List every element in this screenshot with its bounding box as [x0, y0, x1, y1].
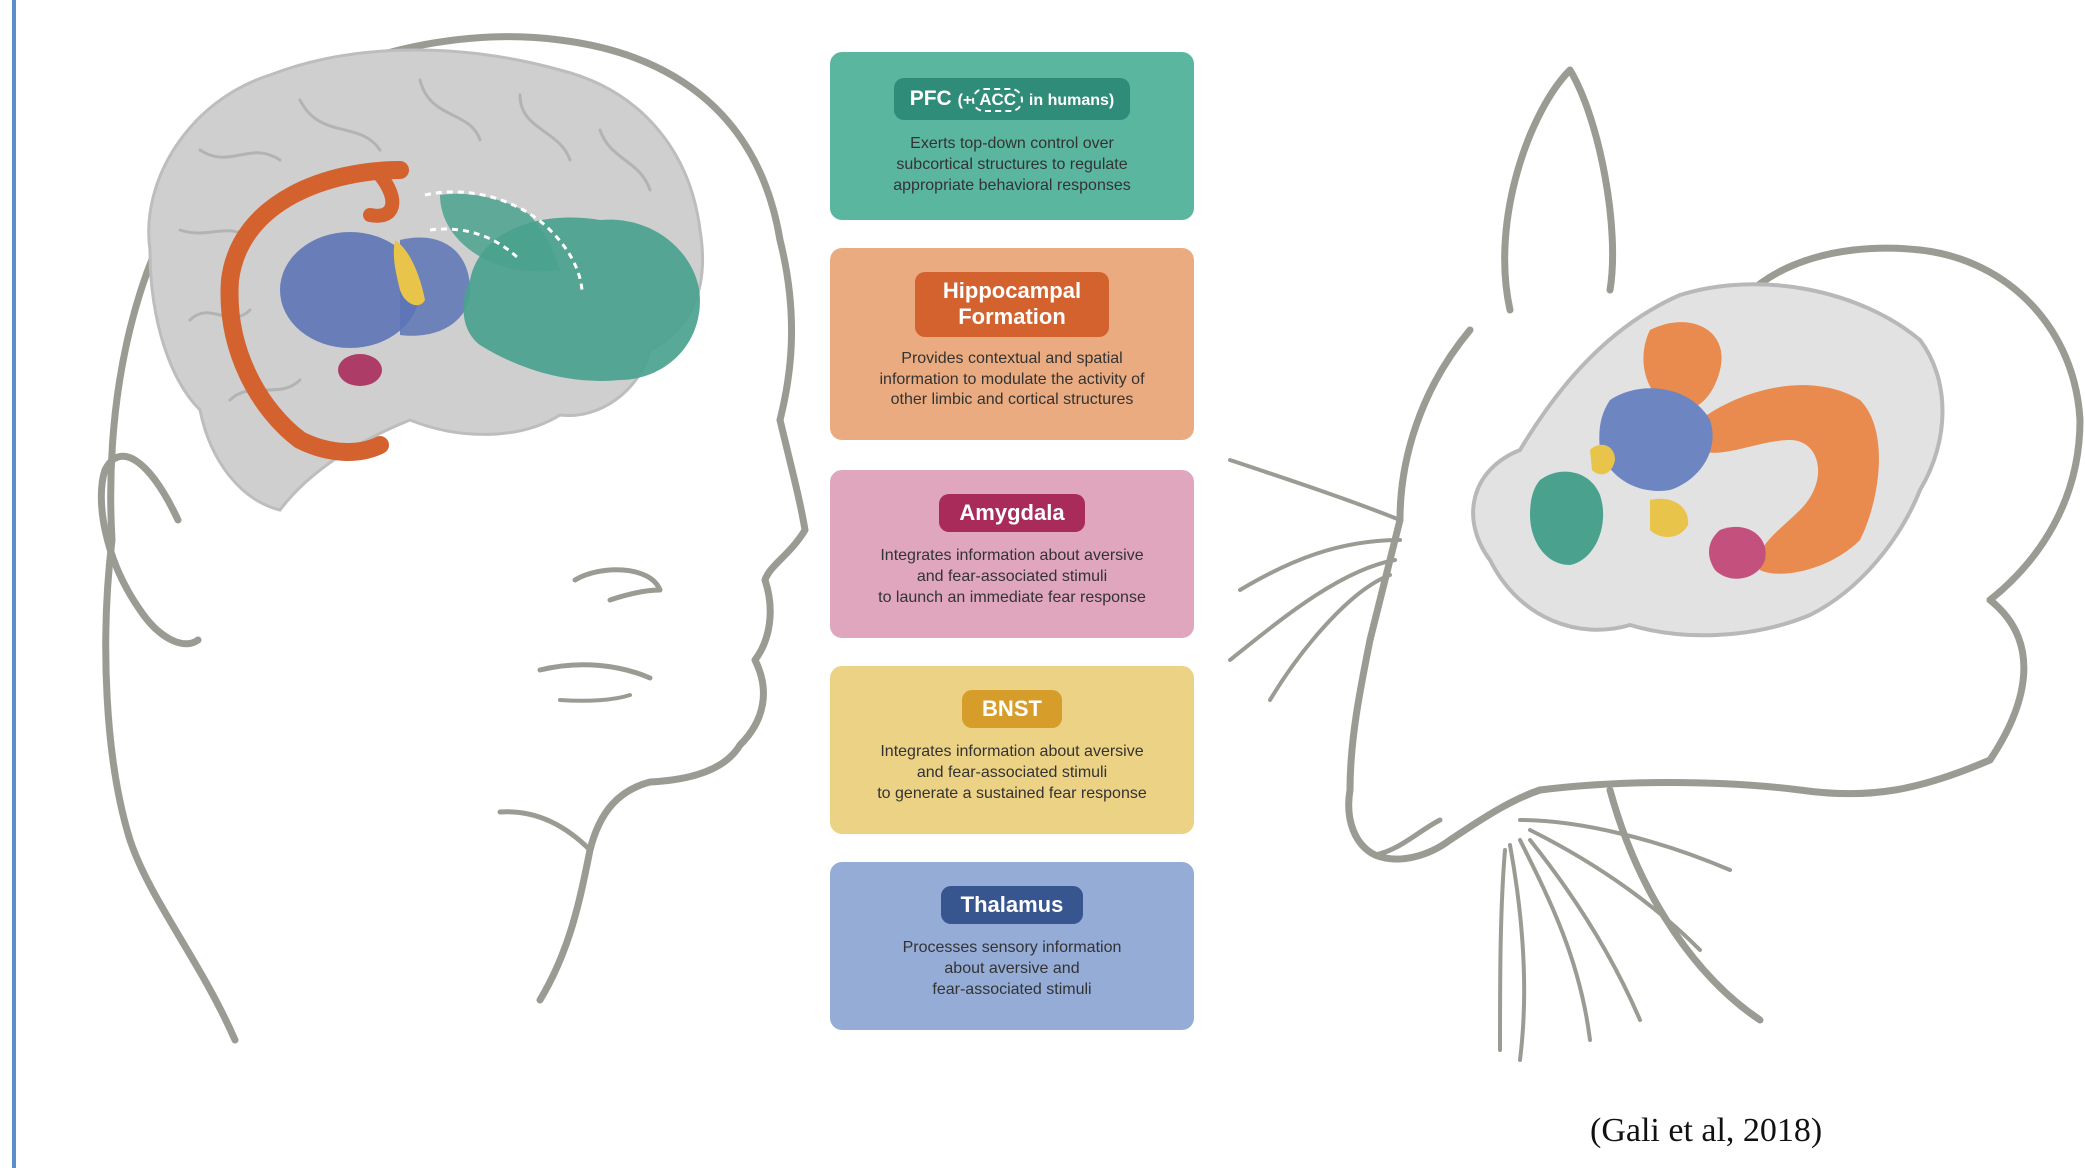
hippocampal-description: Provides contextual and spatial informat… — [830, 349, 1194, 411]
amygdala-description: Integrates information about aversive an… — [830, 546, 1194, 608]
rat-head-outline — [1349, 330, 1540, 859]
card-bnst: BNST Integrates information about aversi… — [830, 666, 1194, 834]
pfc-desc-line: appropriate behavioral responses — [830, 176, 1194, 197]
human-nose-line — [575, 570, 660, 600]
pfc-title: PFC — [910, 87, 952, 110]
pfc-description: Exerts top-down control over subcortical… — [830, 134, 1194, 196]
pfc-title-open: (+ — [958, 92, 973, 109]
pfc-title-suffix: in humans) — [1029, 92, 1114, 109]
hippocampal-desc-line: information to modulate the activity of — [830, 370, 1194, 391]
card-pfc: PFC (+ACC in humans) Exerts top-down con… — [830, 52, 1194, 220]
pfc-desc-line: subcortical structures to regulate — [830, 155, 1194, 176]
pfc-desc-line: Exerts top-down control over — [830, 134, 1194, 155]
rat-brain — [1473, 284, 1942, 635]
bnst-desc-line: Integrates information about aversive — [830, 742, 1194, 763]
rat-ear-left — [1505, 70, 1613, 310]
amygdala-desc-line: to launch an immediate fear response — [830, 588, 1194, 609]
amygdala-title-pill: Amygdala — [939, 494, 1084, 532]
bnst-description: Integrates information about aversive an… — [830, 742, 1194, 804]
card-hippocampal-formation: Hippocampal Formation Provides contextua… — [830, 248, 1194, 440]
human-lips-line — [540, 665, 650, 678]
human-amygdala — [338, 354, 382, 386]
hippocampal-title-line2: Formation — [943, 304, 1081, 330]
human-lip-lower-line — [560, 695, 630, 701]
card-amygdala: Amygdala Integrates information about av… — [830, 470, 1194, 638]
card-thalamus: Thalamus Processes sensory information a… — [830, 862, 1194, 1030]
thalamus-desc-line: fear-associated stimuli — [830, 980, 1194, 1001]
thalamus-title-pill: Thalamus — [941, 886, 1084, 924]
hippocampal-desc-line: other limbic and cortical structures — [830, 390, 1194, 411]
pfc-title-pill: PFC (+ACC in humans) — [894, 78, 1131, 120]
rat-neck-line — [1610, 790, 1760, 1020]
thalamus-desc-line: about aversive and — [830, 959, 1194, 980]
human-ear-outline — [101, 456, 198, 644]
hippocampal-title-pill: Hippocampal Formation — [915, 272, 1109, 337]
human-brain — [149, 50, 703, 510]
hippocampal-desc-line: Provides contextual and spatial — [830, 349, 1194, 370]
bnst-title-pill: BNST — [962, 690, 1062, 728]
citation: (Gali et al, 2018) — [1590, 1112, 1822, 1150]
human-jaw-line — [500, 812, 590, 850]
hippocampal-title-line1: Hippocampal — [943, 278, 1081, 304]
thalamus-desc-line: Processes sensory information — [830, 938, 1194, 959]
bnst-desc-line: and fear-associated stimuli — [830, 763, 1194, 784]
thalamus-description: Processes sensory information about aver… — [830, 938, 1194, 1000]
pfc-acc-label: ACC — [972, 88, 1023, 112]
amygdala-desc-line: and fear-associated stimuli — [830, 567, 1194, 588]
bnst-desc-line: to generate a sustained fear response — [830, 784, 1194, 805]
rat-amygdala — [1709, 527, 1766, 579]
amygdala-desc-line: Integrates information about aversive — [830, 546, 1194, 567]
